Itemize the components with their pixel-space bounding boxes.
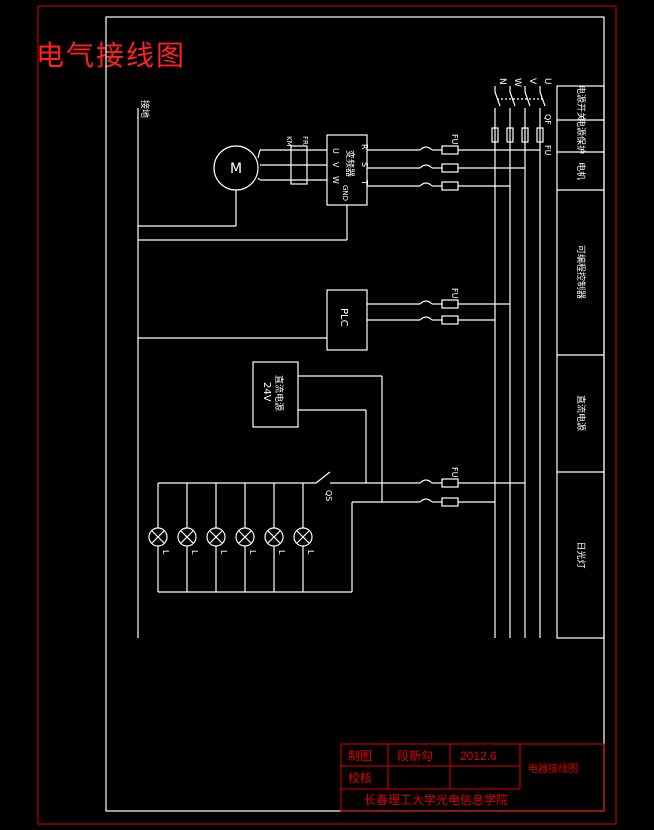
svg-text:FU: FU: [450, 467, 459, 478]
svg-text:U: U: [331, 148, 340, 154]
bus-fu-label: FU: [543, 145, 552, 156]
plc-section: PLC FU: [138, 288, 510, 351]
side-label-power-switch: 电源开关: [575, 85, 587, 121]
ground-label: 接地: [139, 100, 151, 118]
svg-text:GND: GND: [341, 185, 349, 201]
drawing-title: 电气接线图: [36, 39, 187, 72]
psu-label: 直流电源: [273, 375, 285, 411]
svg-text:S: S: [360, 162, 369, 167]
lamp-label-6: L: [306, 550, 315, 555]
inner-frame: [105, 16, 605, 812]
lamp-label-3: L: [219, 550, 228, 555]
side-label-plc: 可编程控制器: [575, 245, 587, 299]
qf-label: QF: [543, 114, 552, 125]
phase-w: W: [512, 78, 522, 87]
svg-text:QS: QS: [324, 490, 333, 501]
lamp-label-2: L: [190, 550, 199, 555]
svg-text:FU: FU: [450, 288, 459, 299]
side-label-psu: 直流电源: [575, 395, 587, 431]
svg-text:V: V: [331, 162, 340, 168]
lamp-section: QS L L L L L L: [148, 471, 382, 593]
side-panel: 电源开关 电源保护 电机 可编程控制器 直流电源 日光灯: [556, 85, 605, 639]
svg-text:W: W: [331, 176, 340, 184]
phase-v: V: [527, 78, 537, 85]
outer-frame: [37, 5, 617, 825]
title-block: 制图 段斯勾 2012.6 校核 电器接线图 长春理工大学光电信息学院: [340, 743, 605, 812]
svg-text:KM: KM: [285, 136, 293, 147]
school-name: 长春理工大学光电信息学院: [364, 792, 508, 807]
checked-label: 校核: [348, 770, 372, 785]
lamp-label-5: L: [277, 550, 286, 555]
phase-buses: N W V U QF FU: [491, 78, 552, 638]
lamp-label-4: L: [248, 550, 257, 555]
lamp-label-1: L: [161, 550, 170, 555]
drawing-date: 2012.6: [460, 749, 497, 763]
drawing-name: 电器接线图: [528, 762, 578, 775]
svg-text:T: T: [360, 179, 369, 185]
inverter-label: 变频器: [344, 150, 356, 177]
svg-text:R: R: [360, 144, 369, 150]
phase-u: U: [542, 78, 552, 85]
side-label-power-protect: 电源保护: [575, 118, 587, 154]
phase-n: N: [497, 78, 507, 85]
plc-label: PLC: [338, 308, 349, 327]
svg-text:FR: FR: [301, 136, 309, 145]
psu-volt: 24V: [261, 382, 272, 402]
inverter-section: 变频器 R S T U V W GND FU FR KM: [138, 134, 540, 241]
svg-text:FU: FU: [450, 134, 459, 145]
side-label-motor: 电机: [575, 162, 587, 180]
side-label-lamp: 日光灯: [575, 541, 587, 568]
psu-section: 直流电源 24V FU: [252, 361, 525, 507]
drawn-label: 制图: [348, 749, 372, 763]
svg-text:M: M: [230, 161, 242, 177]
drawn-by: 段斯勾: [397, 748, 433, 763]
motor: M: [138, 145, 261, 227]
